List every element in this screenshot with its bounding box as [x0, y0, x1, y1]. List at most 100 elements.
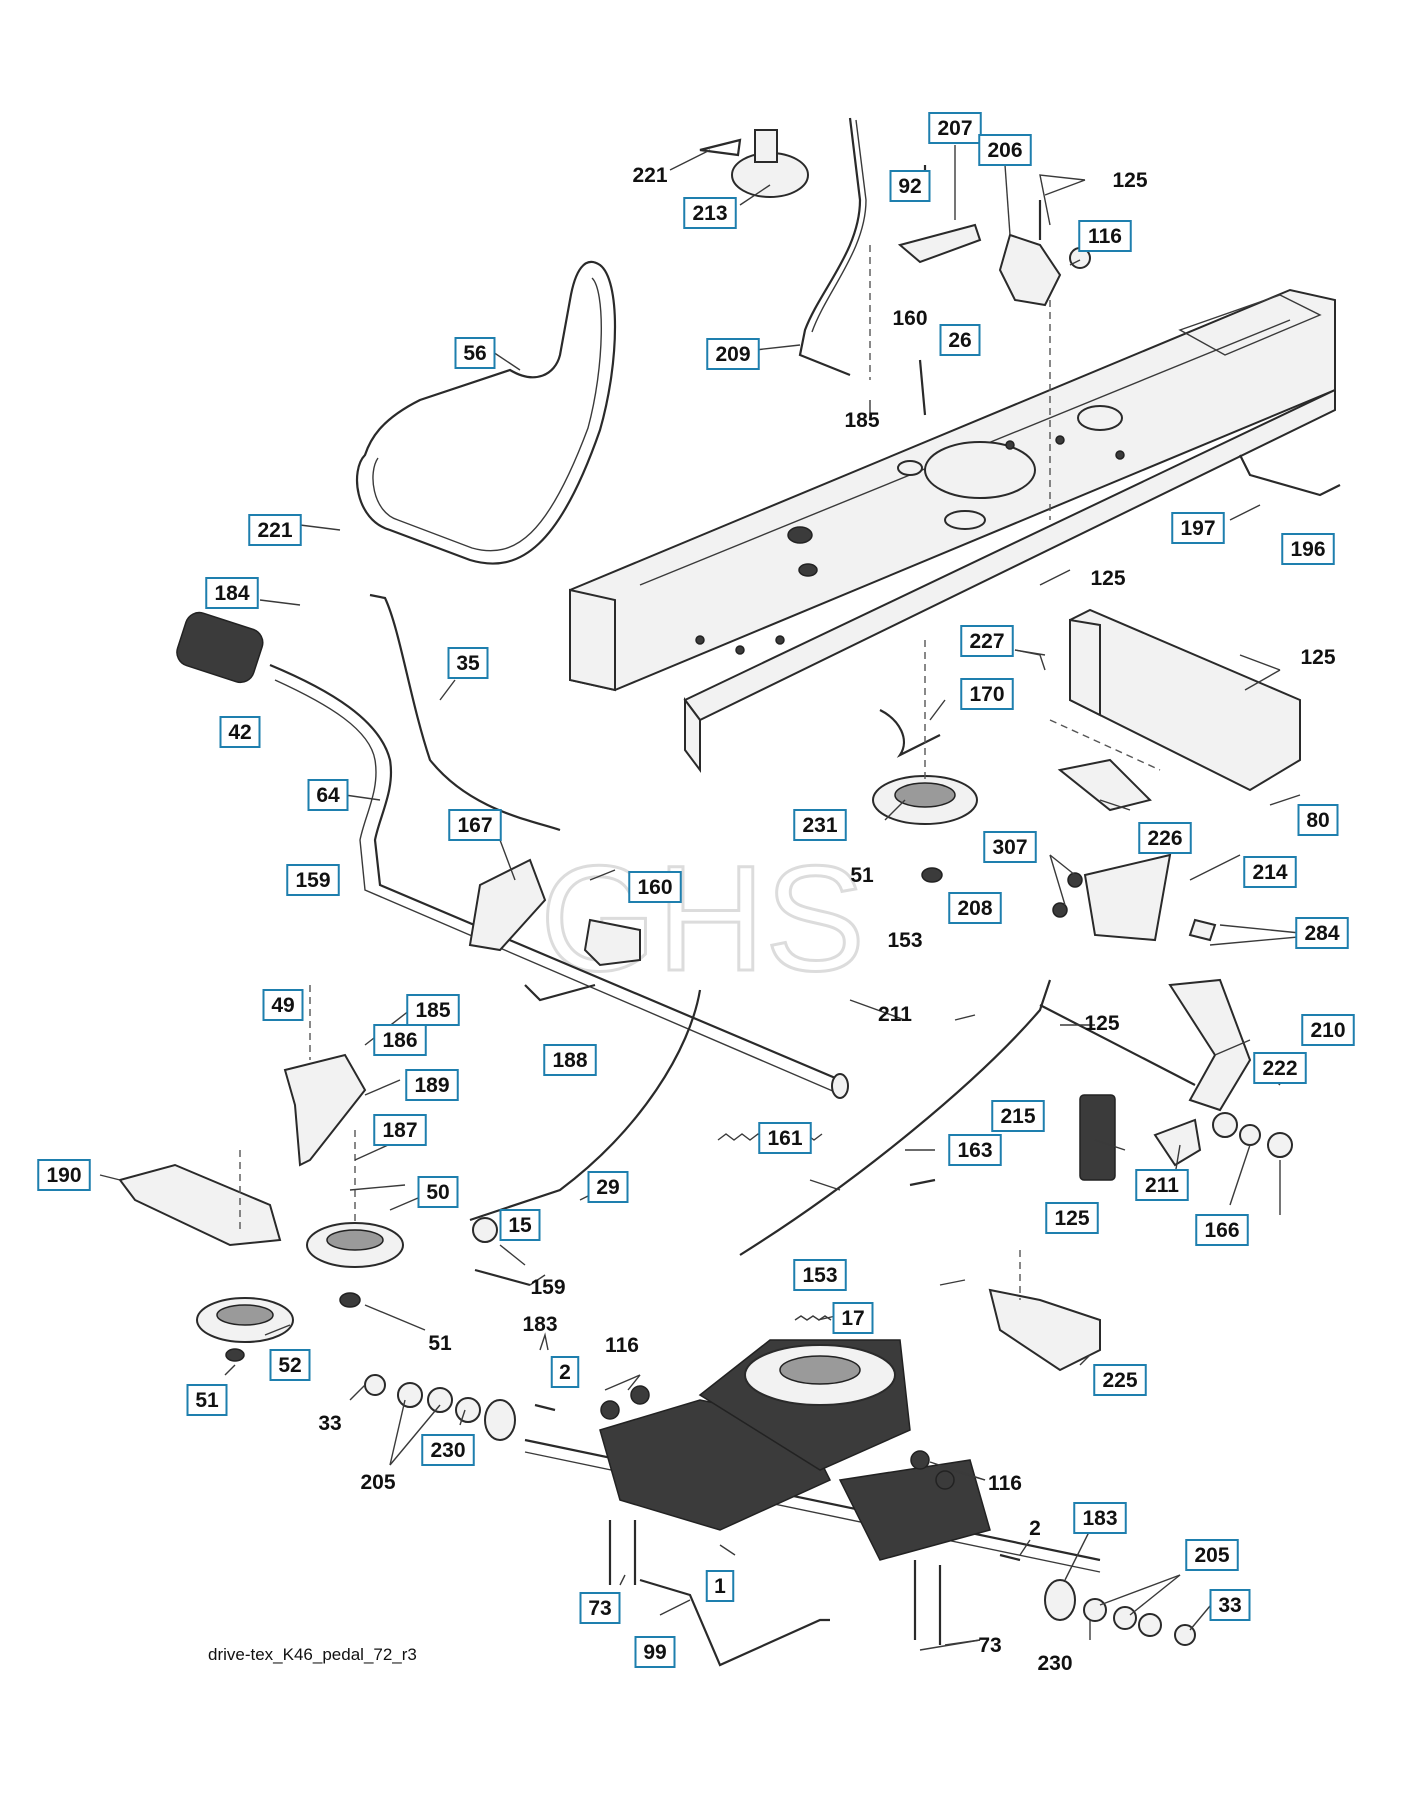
callout-2: 2 [550, 1356, 580, 1388]
callout-80: 80 [1297, 804, 1339, 836]
callout-box [421, 1434, 475, 1466]
callout-number: 73 [978, 1634, 1001, 1657]
callout-box [928, 112, 982, 144]
callout-number: 125 [1084, 1012, 1119, 1035]
callout-number: 56 [463, 342, 486, 365]
callout-number: 17 [841, 1307, 864, 1330]
callout-number: 153 [887, 929, 922, 952]
callout-153: 153 [887, 929, 922, 952]
callout-box [286, 864, 340, 896]
callout-number: 190 [46, 1164, 81, 1187]
callout-box [1295, 917, 1349, 949]
callout-box [1135, 1169, 1189, 1201]
callout-number: 163 [957, 1139, 992, 1162]
callout-number: 209 [715, 343, 750, 366]
callout-213: 213 [683, 197, 737, 229]
callout-box [262, 989, 304, 1021]
callout-number: 183 [522, 1313, 557, 1336]
callout-box [248, 514, 302, 546]
callout-125: 125 [1112, 169, 1147, 192]
callout-number: 160 [637, 876, 672, 899]
callout-box [758, 1122, 812, 1154]
callout-number: 226 [1147, 827, 1182, 850]
callout-number: 211 [1145, 1174, 1179, 1197]
callout-227: 227 [960, 625, 1014, 657]
callout-number: 213 [692, 202, 727, 225]
callout-box [543, 1044, 597, 1076]
callout-number: 50 [426, 1181, 449, 1204]
callout-215: 215 [991, 1100, 1045, 1132]
callout-box [1185, 1539, 1239, 1571]
callout-box [1301, 1014, 1355, 1046]
callout-box [683, 197, 737, 229]
callout-number: 116 [1088, 225, 1122, 248]
callout-number: 116 [605, 1334, 639, 1357]
callout-159: 159 [530, 1276, 565, 1299]
callout-box [832, 1302, 874, 1334]
callout-125: 125 [1300, 646, 1335, 669]
callout-number: 225 [1102, 1369, 1137, 1392]
callout-number: 221 [632, 164, 667, 187]
callout-box [499, 1209, 541, 1241]
callout-box [628, 871, 682, 903]
callout-number: 125 [1054, 1207, 1089, 1230]
transaxle-1 [524, 1339, 1101, 1573]
callout-box [373, 1024, 427, 1056]
callout-226: 226 [1138, 822, 1192, 854]
block-215 [1079, 1094, 1116, 1181]
callout-number: 42 [228, 721, 251, 744]
callout-number: 166 [1204, 1219, 1239, 1242]
callout-221: 221 [248, 514, 302, 546]
callout-17: 17 [832, 1302, 874, 1334]
callout-190: 190 [37, 1159, 91, 1191]
callout-box [1253, 1052, 1307, 1084]
callout-number: 230 [1037, 1652, 1072, 1675]
callout-number: 125 [1112, 169, 1147, 192]
callout-box [219, 716, 261, 748]
callout-number: 80 [1306, 809, 1329, 832]
callout-206: 206 [978, 134, 1032, 166]
callout-35: 35 [447, 647, 489, 679]
callout-183: 183 [1073, 1502, 1127, 1534]
callout-box [186, 1384, 228, 1416]
callout-box [1138, 822, 1192, 854]
callout-number: 184 [214, 582, 249, 605]
callout-number: 196 [1290, 538, 1325, 561]
callout-number: 207 [937, 117, 972, 140]
callout-230: 230 [421, 1434, 475, 1466]
callout-box [960, 625, 1014, 657]
callout-number: 170 [969, 683, 1004, 706]
callout-number: 99 [643, 1641, 666, 1664]
callout-125: 125 [1045, 1202, 1099, 1234]
callout-number: 215 [1000, 1105, 1035, 1128]
callout-number: 125 [1090, 567, 1125, 590]
callout-box [406, 994, 460, 1026]
callout-number: 221 [257, 519, 292, 542]
callout-number: 284 [1304, 922, 1339, 945]
callout-box [793, 1259, 847, 1291]
callout-box [1209, 1589, 1251, 1621]
callout-161: 161 [758, 1122, 812, 1154]
callout-222: 222 [1253, 1052, 1307, 1084]
callout-116: 116 [1078, 220, 1132, 252]
callout-183: 183 [522, 1313, 557, 1336]
callout-185: 185 [406, 994, 460, 1026]
callout-box [983, 831, 1037, 863]
callout-box [1073, 1502, 1127, 1534]
callout-52: 52 [269, 1349, 311, 1381]
callout-2: 2 [1029, 1517, 1041, 1540]
callout-box [587, 1171, 629, 1203]
callout-205: 205 [360, 1471, 395, 1494]
callout-number: 35 [456, 652, 480, 675]
callout-number: 2 [1029, 1517, 1041, 1540]
callout-box [205, 577, 259, 609]
callout-51: 51 [428, 1332, 452, 1355]
callout-number: 73 [588, 1597, 611, 1620]
callout-number: 227 [969, 630, 1004, 653]
callout-211: 211 [878, 1003, 912, 1026]
callout-number: 307 [992, 836, 1027, 859]
callout-number: 187 [382, 1119, 417, 1142]
callout-231: 231 [793, 809, 847, 841]
callout-box [1171, 512, 1225, 544]
callout-number: 51 [850, 864, 874, 887]
